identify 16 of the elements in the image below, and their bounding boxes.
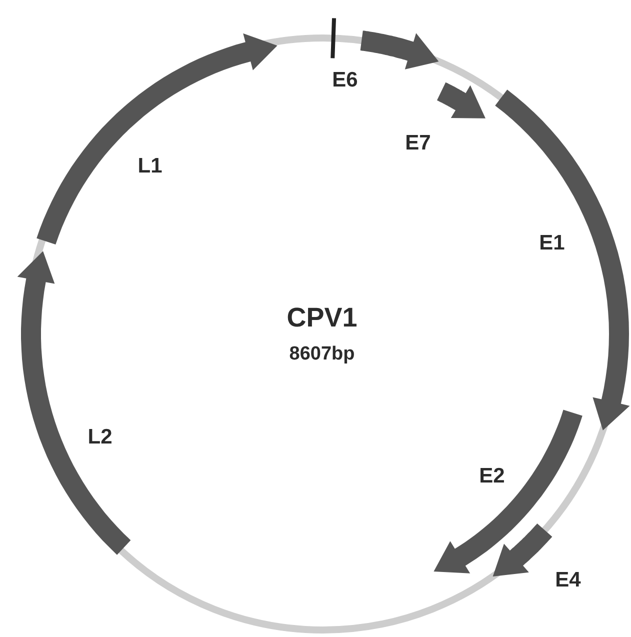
- genome-name: CPV1: [286, 304, 358, 332]
- gene-label: E4: [555, 570, 581, 590]
- genome-size: 8607bp: [289, 344, 355, 364]
- gene-segment: [437, 82, 486, 118]
- gene-label: E6: [332, 70, 358, 90]
- gene-segment: [492, 524, 552, 576]
- gene-segment: [360, 30, 439, 70]
- gene-label: L1: [138, 156, 162, 176]
- gene-segment: [36, 33, 278, 244]
- gene-label: L2: [88, 426, 112, 448]
- gene-segment: [17, 251, 131, 555]
- gene-segment: [495, 90, 630, 430]
- gene-label: E2: [479, 466, 505, 486]
- gene-segment: [434, 410, 582, 574]
- gene-label: E1: [539, 232, 565, 254]
- gene-label: E7: [405, 132, 431, 154]
